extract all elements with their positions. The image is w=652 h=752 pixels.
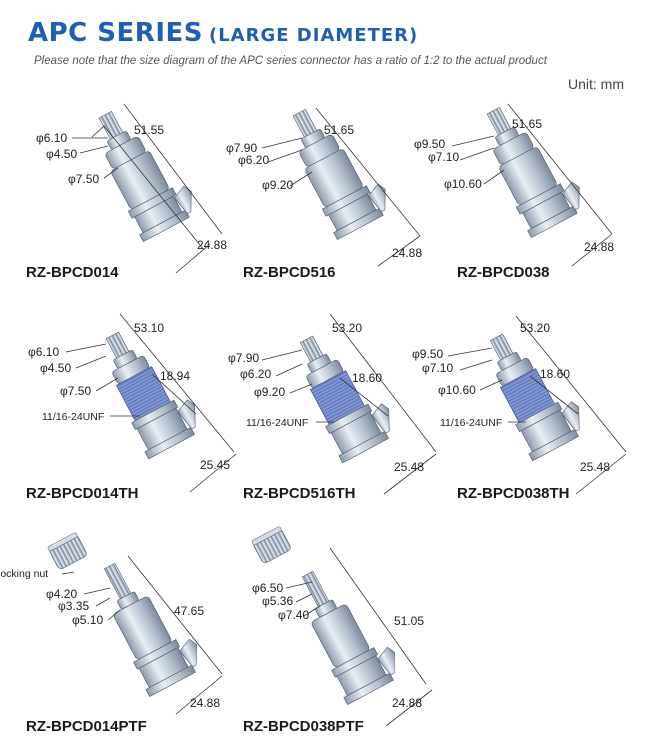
model-label: RZ-BPCD038PTF (243, 718, 364, 735)
thread-spec: 11/16-24UNF (246, 417, 308, 429)
dim-text: 53.20 (332, 321, 362, 335)
diagram-bpcd038ptf: φ6.50 φ5.36 φ7.40 51.05 24.88 (251, 525, 433, 727)
diagram-bpcd516: φ7.90 φ6.20 φ9.20 51.65 24.88 (226, 93, 422, 267)
dim-text: φ6.50 (252, 581, 283, 595)
dim-text: 24.88 (392, 696, 422, 710)
dim-text: φ7.90 (226, 141, 257, 155)
scale-note: Please note that the size diagram of the… (34, 55, 547, 67)
thread-spec: 11/16-24UNF (440, 417, 502, 429)
dim-text: φ6.20 (238, 153, 269, 167)
unit-label: Unit: mm (568, 76, 624, 92)
series-title: APC SERIES (28, 18, 203, 48)
dim-text: 24.88 (584, 240, 614, 254)
dim-text: φ3.35 (58, 599, 89, 613)
dim-text: 51.65 (512, 117, 542, 131)
dim-text: 24.88 (190, 696, 220, 710)
dim-text: φ7.50 (68, 172, 99, 186)
locking-nut-label: locking nut (0, 568, 48, 580)
model-label: RZ-BPCD516TH (243, 485, 356, 502)
dim-text: φ7.10 (422, 361, 453, 375)
dim-text: 24.88 (197, 238, 227, 252)
dim-text: φ5.10 (72, 613, 103, 627)
page-title: APC SERIES(LARGE DIAMETER) (28, 18, 418, 48)
model-label: RZ-BPCD014PTF (26, 718, 147, 735)
dim-text: φ4.20 (46, 587, 77, 601)
dim-text: φ6.10 (28, 345, 59, 359)
dim-text: 51.05 (394, 614, 424, 628)
diagram-bpcd516th: φ7.90 φ6.20 φ9.20 53.20 18.60 11/16-24UN… (228, 313, 437, 495)
thread-spec: 11/16-24UNF (42, 411, 104, 423)
dim-text: φ6.20 (240, 367, 271, 381)
dim-text: φ5.36 (262, 594, 293, 608)
dim-text: φ10.60 (444, 177, 482, 191)
diagram-bpcd038: φ9.50 φ7.10 φ10.60 51.65 24.88 (414, 91, 614, 267)
dim-text: φ10.60 (438, 383, 476, 397)
series-subtitle: (LARGE DIAMETER) (208, 25, 419, 46)
dim-text: φ7.50 (60, 384, 91, 398)
dim-text: 18.94 (160, 369, 190, 383)
model-label: RZ-BPCD516 (243, 264, 336, 281)
dim-text: 18.60 (352, 371, 382, 385)
dim-text: 53.10 (134, 321, 164, 335)
dim-text: φ4.50 (40, 361, 71, 375)
dim-text: 25.45 (200, 458, 230, 472)
dim-text: 25.48 (394, 460, 424, 474)
dim-text: φ9.20 (254, 385, 285, 399)
dim-text: φ9.50 (412, 347, 443, 361)
dim-text: φ7.90 (228, 351, 259, 365)
dim-text: φ4.50 (46, 147, 77, 161)
dim-text: 24.88 (392, 246, 422, 260)
dim-text: φ9.50 (414, 137, 445, 151)
dim-text: 47.65 (174, 604, 204, 618)
model-label: RZ-BPCD014 (26, 264, 119, 281)
diagram-bpcd038th: φ9.50 φ7.10 φ10.60 53.20 18.60 11/16-24U… (412, 315, 627, 495)
dim-text: φ7.40 (278, 608, 309, 622)
dim-text: 18.60 (540, 367, 570, 381)
model-label: RZ-BPCD014TH (26, 485, 139, 502)
diagram-bpcd014: φ6.10 φ4.50 φ7.50 51.55 24.88 (36, 95, 227, 274)
dim-text: φ9.20 (262, 178, 293, 192)
model-label: RZ-BPCD038 (457, 264, 550, 281)
dim-text: 25.48 (580, 460, 610, 474)
dim-text: 51.65 (324, 123, 354, 137)
dim-text: 51.55 (134, 123, 164, 137)
dim-text: φ7.10 (428, 150, 459, 164)
dim-text: φ6.10 (36, 131, 67, 145)
dim-text: 53.20 (520, 321, 550, 335)
model-label: RZ-BPCD038TH (457, 485, 570, 502)
diagram-bpcd014ptf: locking nut φ4.20 φ3.35 φ5.10 47.65 24.8… (0, 531, 223, 715)
diagram-bpcd014th: φ6.10 φ4.50 φ7.50 53.10 18.94 11/16-24UN… (28, 313, 237, 493)
